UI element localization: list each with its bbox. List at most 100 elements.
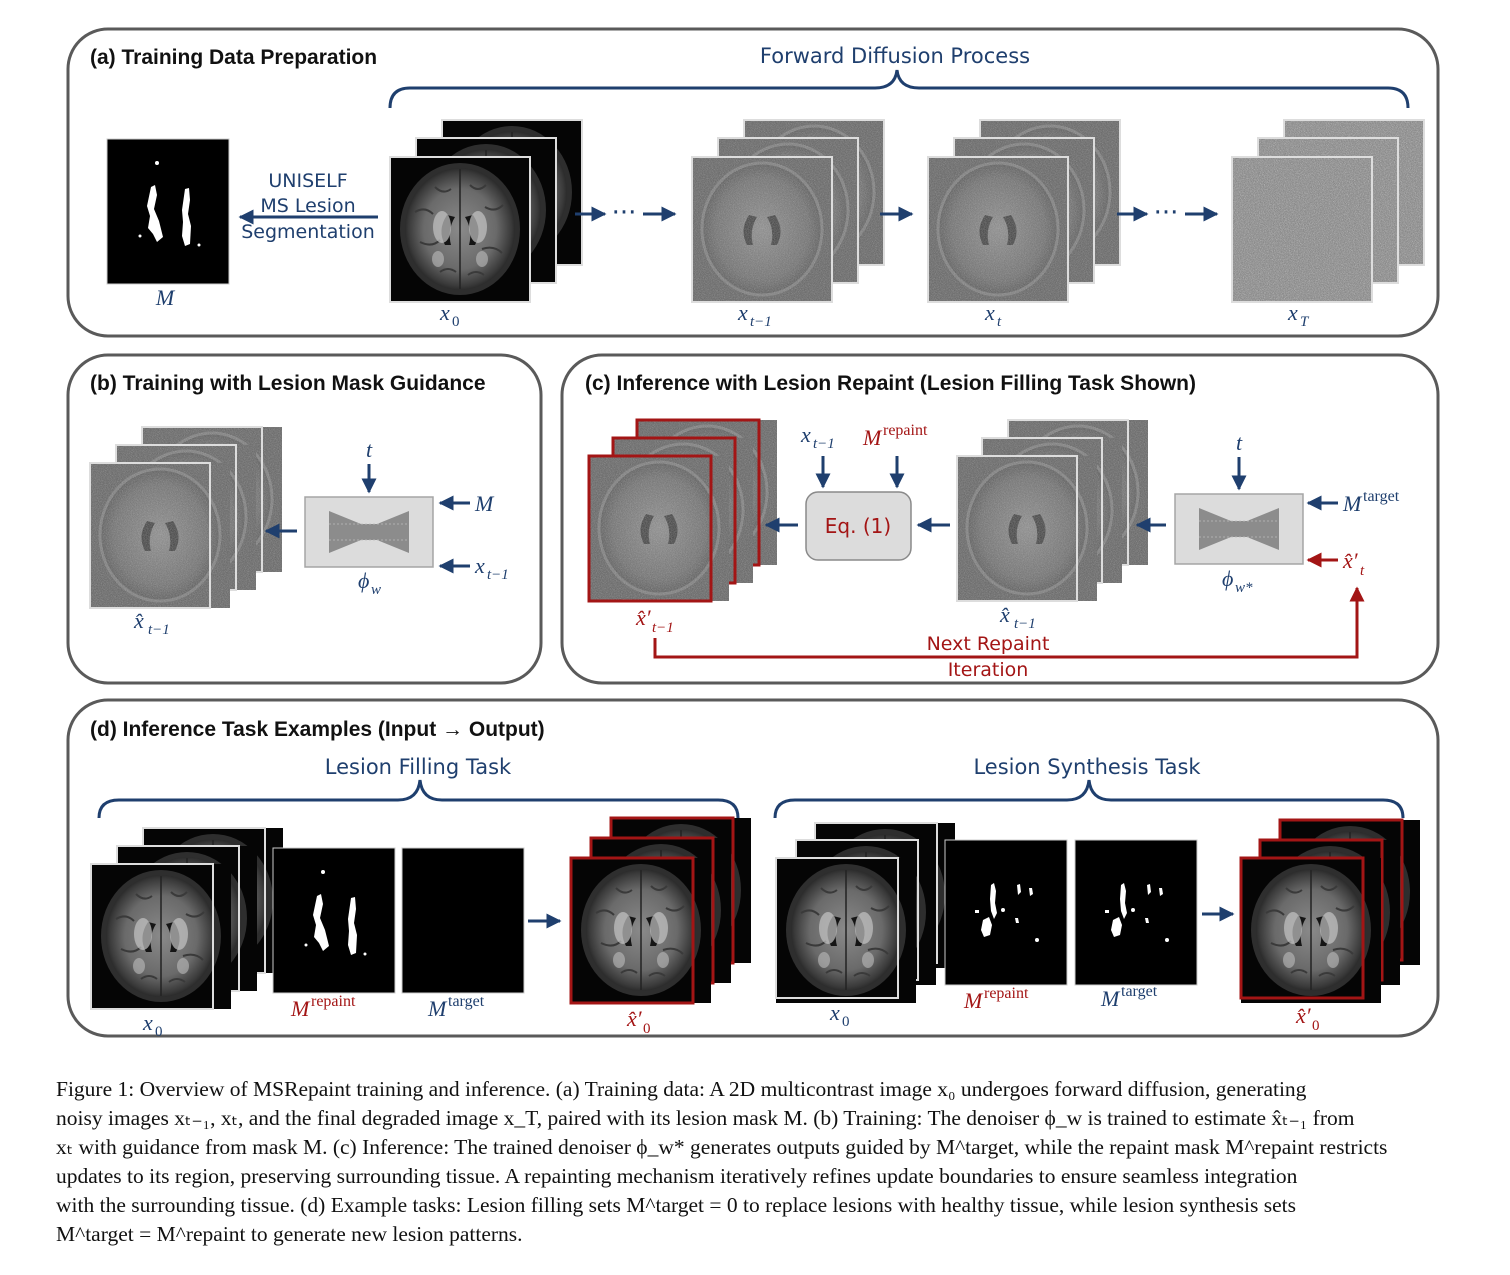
caption-line-3: xₜ with guidance from mask M. (c) Infere… (56, 1135, 1388, 1159)
panel-d-frame (66, 698, 1440, 1038)
svg-text:x: x (474, 553, 485, 578)
xhat0-output-stack-synth (1239, 818, 1421, 1004)
svg-text:M: M (427, 996, 448, 1021)
svg-text:x: x (800, 422, 811, 447)
eq1-label: Eq. (1) (825, 514, 891, 538)
svg-text:M: M (290, 996, 311, 1021)
lesion-filling-brace (97, 779, 740, 819)
xt-image-stack-a (928, 120, 1120, 302)
svg-text:x: x (142, 1010, 153, 1035)
panel-d-title: (d) Inference Task Examples (Input → Out… (90, 718, 545, 741)
m-repaint-mask-fill (273, 848, 395, 993)
svg-text:x: x (439, 300, 450, 325)
label-m-a: M (155, 285, 176, 310)
svg-text:M: M (1342, 491, 1363, 516)
lesion-synthesis-brace (773, 779, 1405, 819)
svg-text:t−1: t−1 (487, 567, 509, 583)
xT-image-stack-a (1231, 119, 1425, 303)
x0-image-stack-fill (90, 827, 284, 1010)
svg-text:x̂′: x̂′ (626, 1006, 643, 1031)
svg-text:x̂′: x̂′ (1295, 1003, 1312, 1028)
svg-text:repaint: repaint (984, 985, 1029, 1002)
svg-text:t−1: t−1 (148, 622, 170, 638)
forward-diffusion-brace (388, 69, 1410, 109)
svg-text:t−1: t−1 (652, 620, 674, 636)
lesion-synthesis-label: Lesion Synthesis Task (973, 755, 1201, 779)
svg-text:x̂′: x̂′ (1342, 548, 1359, 573)
svg-text:M: M (862, 425, 883, 450)
svg-text:t: t (1236, 430, 1243, 455)
x0-image-stack-synth (775, 822, 956, 1004)
svg-text:repaint: repaint (311, 993, 356, 1010)
svg-text:t: t (366, 437, 373, 462)
svg-text:t: t (1360, 563, 1365, 579)
lesion-filling-label: Lesion Filling Task (325, 755, 512, 779)
diffusion-dots-1: ··· (612, 198, 637, 228)
panel-c-frame (560, 353, 1440, 685)
eq1-box (805, 491, 912, 561)
svg-text:x: x (737, 300, 748, 325)
svg-text:0: 0 (452, 314, 460, 330)
svg-text:ϕ: ϕ (1222, 566, 1233, 591)
caption-line-2: noisy images xₜ₋₁, xₜ, and the final deg… (56, 1106, 1355, 1130)
svg-text:t−1: t−1 (1014, 616, 1036, 632)
svg-text:x̂: x̂ (999, 602, 1010, 627)
xhat-prime-tm1-stack-c (587, 418, 777, 603)
uniself-label-2: MS Lesion (260, 195, 355, 217)
svg-text:t−1: t−1 (750, 314, 772, 330)
svg-text:0: 0 (1312, 1018, 1320, 1034)
svg-text:x: x (829, 1000, 840, 1025)
svg-text:M: M (963, 988, 984, 1013)
next-repaint-label-1: Next Repaint (927, 633, 1050, 655)
uniself-label-1: UNISELF (268, 170, 347, 192)
denoiser-phi-wstar (1174, 493, 1304, 565)
panel-b-frame (66, 353, 543, 685)
svg-text:x: x (1287, 300, 1298, 325)
figure-diagram: (a) Training Data Preparation Forward Di… (66, 27, 1440, 1040)
svg-text:M: M (155, 285, 176, 310)
svg-text:x̂: x̂ (133, 608, 144, 633)
svg-text:x̂′: x̂′ (635, 605, 652, 630)
repaint-loop-arrow (653, 586, 1365, 659)
label-xhat-tm1-b: x̂t−1 (133, 608, 170, 638)
svg-text:target: target (1363, 488, 1400, 505)
panel-c-title: (c) Inference with Lesion Repaint (Lesio… (585, 372, 1196, 395)
svg-text:w*: w* (1235, 580, 1253, 596)
panel-a-title: (a) Training Data Preparation (90, 46, 377, 69)
m-target-mask-synth (1075, 840, 1197, 985)
label-xhat0-synth: x̂′0 (1295, 1003, 1320, 1034)
svg-text:t−1: t−1 (813, 436, 835, 452)
svg-text:repaint: repaint (883, 422, 928, 439)
xhat0-output-stack-fill (569, 816, 752, 1005)
caption-line-6: M^target = M^repaint to generate new les… (56, 1222, 523, 1246)
figure-caption: Figure 1: Overview of MSRepaint training… (56, 1075, 1456, 1249)
m-repaint-mask-synth (945, 840, 1067, 985)
label-t-b: t (366, 437, 373, 462)
svg-text:x: x (984, 300, 995, 325)
panel-a-frame (66, 27, 1440, 338)
svg-text:target: target (448, 993, 485, 1010)
svg-text:0: 0 (155, 1024, 163, 1040)
forward-diffusion-label: Forward Diffusion Process (760, 44, 1030, 68)
next-repaint-label-2: Iteration (948, 659, 1029, 681)
label-xhat-prime-t-c: x̂′t (1342, 548, 1365, 579)
svg-text:target: target (1121, 983, 1158, 1000)
panel-b-title: (b) Training with Lesion Mask Guidance (90, 372, 486, 395)
label-t-c: t (1236, 430, 1243, 455)
label-xhat0-fill: x̂′0 (626, 1006, 651, 1037)
svg-text:w: w (371, 582, 381, 598)
lesion-mask-m (107, 139, 229, 284)
